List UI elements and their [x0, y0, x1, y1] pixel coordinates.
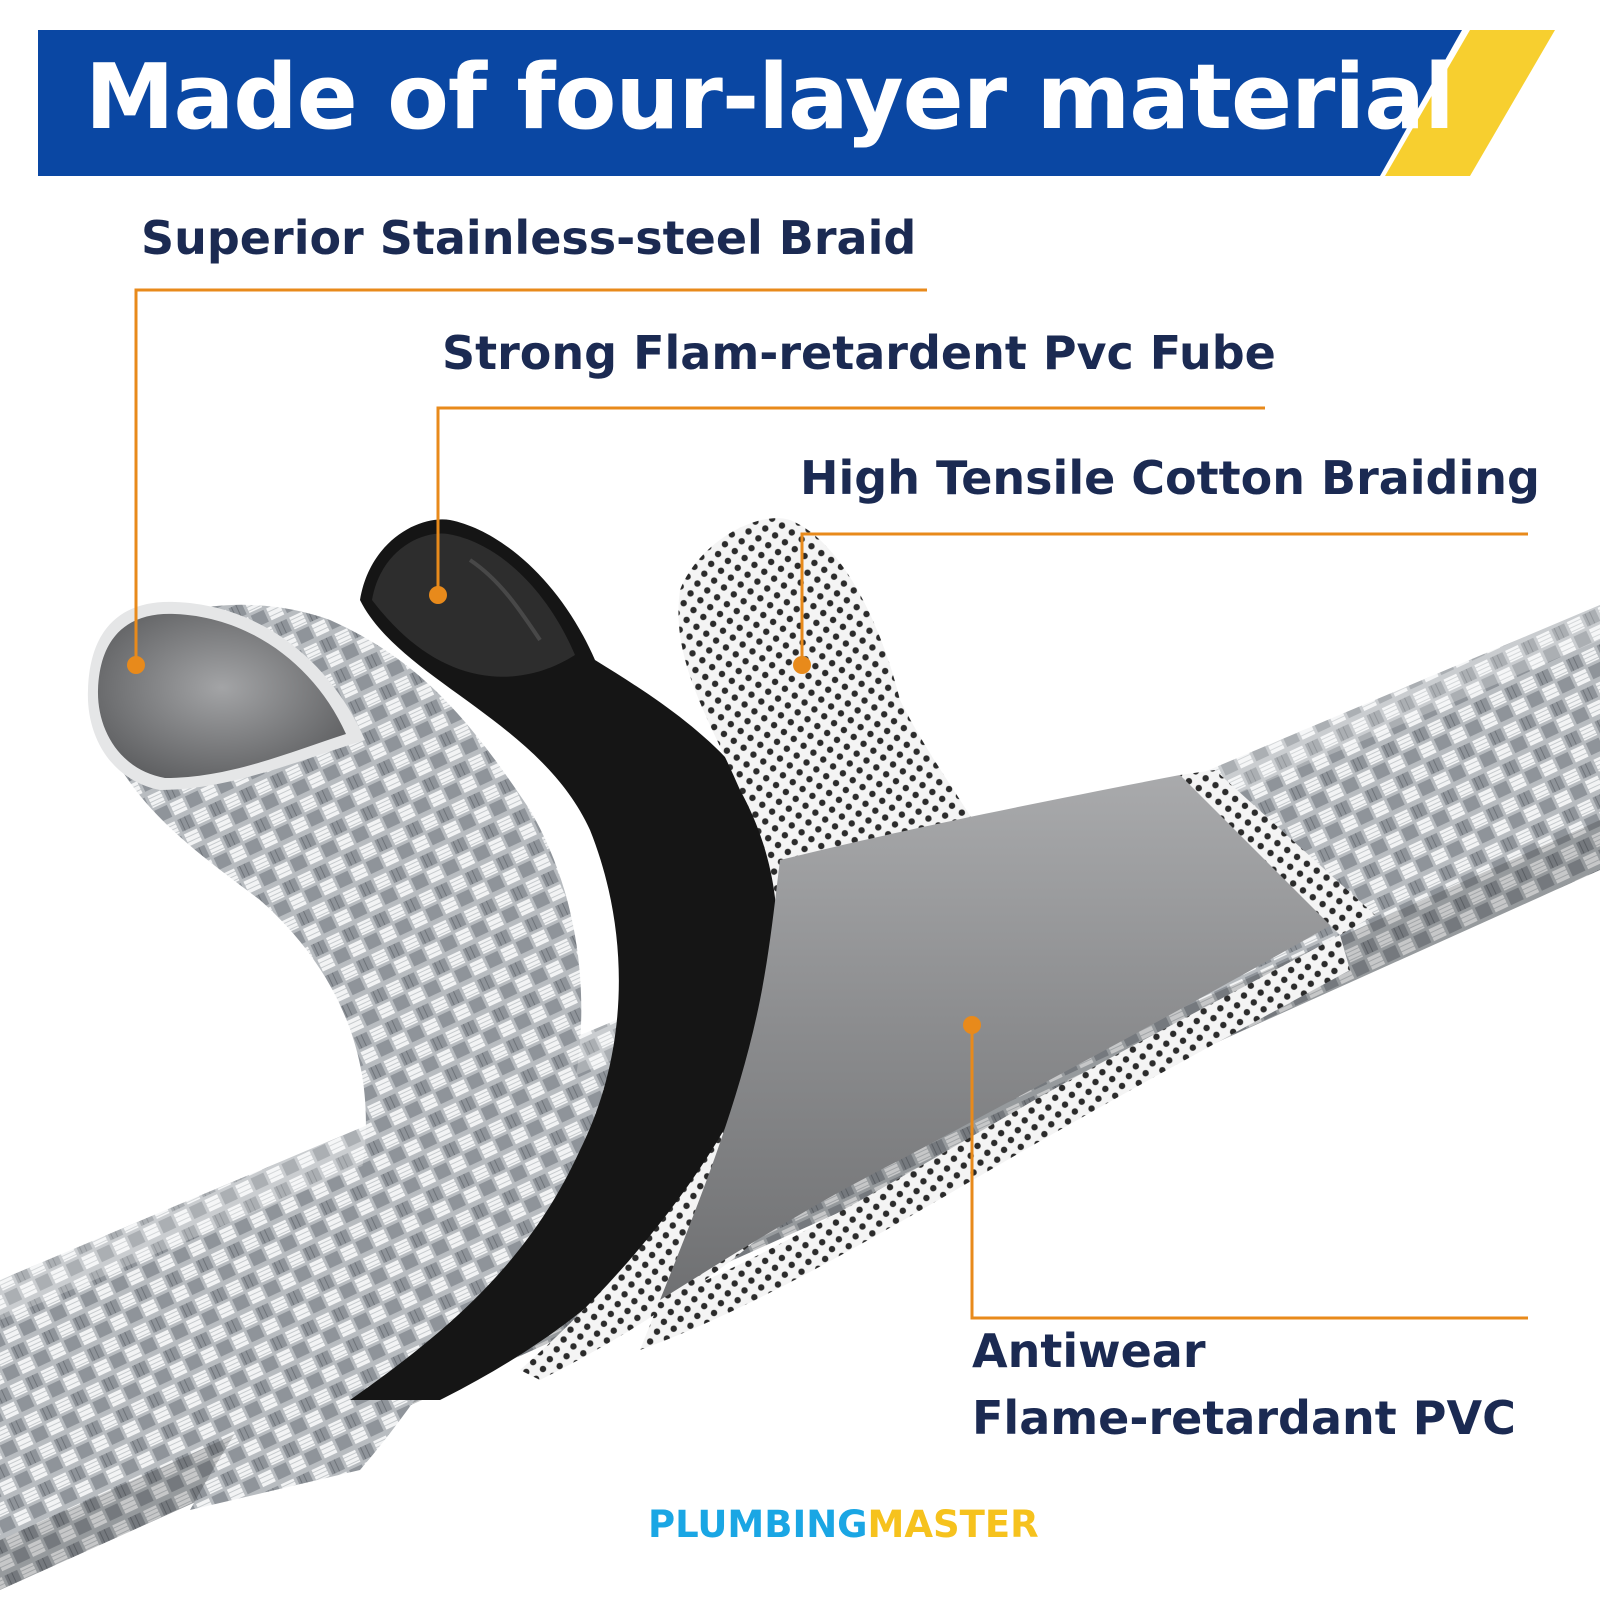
callout-label-antiwear: Antiwear Flame-retardant PVC: [972, 1325, 1516, 1445]
callout-lines: [134, 288, 1528, 1320]
callout-label-cotton: High Tensile Cotton Braiding: [800, 451, 1540, 505]
callout-line-braid: [134, 288, 927, 665]
callout-line-antiwear: [970, 1025, 1528, 1320]
banner-accent-stripe: [1385, 30, 1555, 176]
bent-braided-hose: [90, 604, 582, 1510]
callout-dot-cotton: [793, 656, 811, 674]
callout-label-pvc-tube: Strong Flam-retardent Pvc Fube: [442, 326, 1276, 380]
callout-label-antiwear-line2: Flame-retardant PVC: [972, 1390, 1516, 1445]
callout-label-antiwear-line1: Antiwear: [972, 1324, 1206, 1378]
callout-dot-braid: [127, 656, 145, 674]
callout-line-cotton: [800, 532, 1528, 665]
inner-gray-pvc: [660, 775, 1340, 1300]
cotton-mesh-braiding: [520, 518, 1010, 1380]
black-pvc-tube: [350, 519, 779, 1400]
brand-logo: PLUMBINGMASTER: [648, 1503, 1039, 1546]
page-title: Made of four-layer material: [85, 45, 1455, 150]
banner-background: [38, 30, 1462, 176]
callout-dots: [127, 586, 981, 1034]
callout-label-braid: Superior Stainless-steel Braid: [141, 211, 917, 265]
brand-logo-part2: MASTER: [867, 1503, 1039, 1546]
callout-dot-antiwear: [963, 1016, 981, 1034]
callout-line-pvc-tube: [436, 406, 1265, 595]
callout-dot-pvc-tube: [429, 586, 447, 604]
brand-logo-part1: PLUMBING: [648, 1503, 868, 1546]
